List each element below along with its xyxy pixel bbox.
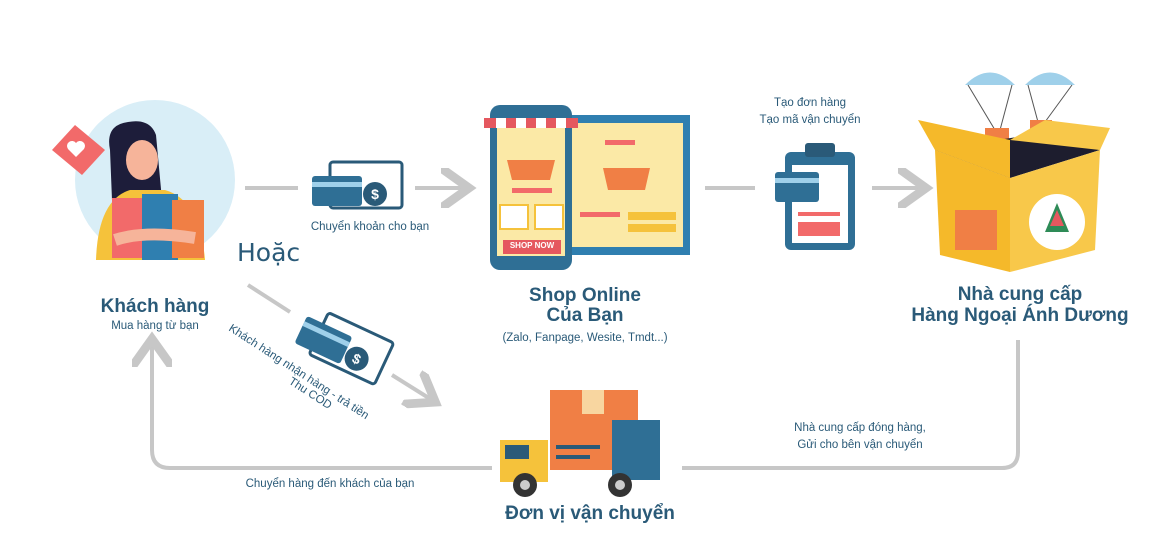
shop-now-button: SHOP NOW	[509, 241, 555, 250]
order-line1: Tạo đơn hàng	[773, 97, 847, 109]
connectors	[152, 188, 1020, 470]
customer-subtitle: Mua hàng từ bạn	[111, 320, 199, 332]
cod-card-icon: $	[295, 312, 395, 386]
or-label: Hoặc	[237, 238, 301, 267]
arrow-supplier-to-truck	[682, 340, 1020, 470]
arrow-cod-to-truck	[390, 375, 432, 400]
shop-awning	[484, 118, 578, 128]
svg-text:$: $	[371, 186, 379, 202]
clipboard-icon	[775, 143, 855, 250]
heart-bubble-icon	[52, 125, 105, 175]
order-line2: Tạo mã vận chuyển	[759, 114, 861, 126]
arrow-truck-to-customer	[152, 343, 492, 470]
carrier-title: Đơn vị vận chuyển	[505, 503, 675, 524]
customer-illustration	[52, 100, 235, 260]
delivery-label: Chuyển hàng đến khách của bạn	[245, 478, 415, 490]
shop-title-line2: Của Bạn	[546, 305, 624, 326]
supplier-title-line2: Hàng Ngoại Ánh Dương	[911, 305, 1129, 326]
shop-channels-note: (Zalo, Fanpage, Wesite, Tmdt...)	[502, 332, 668, 344]
supplier-note-line2: Gửi cho bên vận chuyển	[797, 439, 923, 451]
shop-title-line1: Shop Online	[529, 285, 641, 306]
supplier-title-line1: Nhà cung cấp	[957, 284, 1083, 305]
truck-illustration	[500, 390, 660, 497]
supplier-box-illustration	[918, 72, 1110, 272]
transfer-label: Chuyển khoản cho bạn	[310, 221, 430, 233]
arrow-customer-to-cod	[246, 283, 292, 314]
supplier-note-line1: Nhà cung cấp đóng hàng,	[794, 422, 926, 434]
shop-illustration	[484, 105, 690, 270]
customer-title: Khách hàng	[100, 296, 210, 317]
payment-card-icon: $	[312, 160, 404, 210]
